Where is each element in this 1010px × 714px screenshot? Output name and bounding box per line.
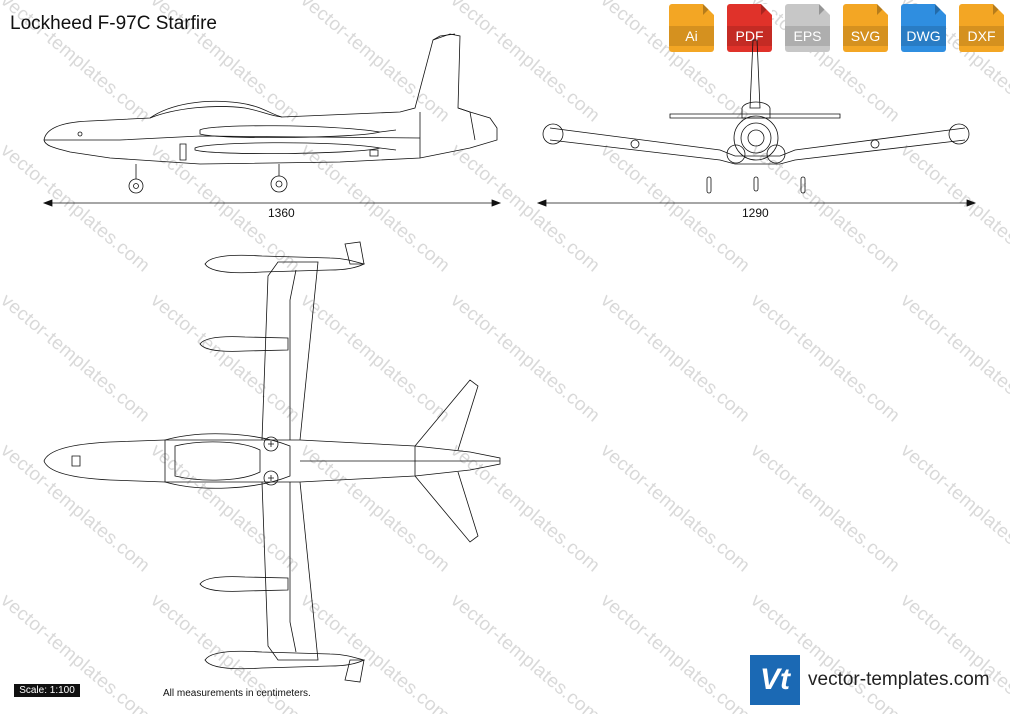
top-view	[43, 241, 501, 683]
brand-logo-icon: Vt	[750, 655, 800, 705]
svg-file-icon[interactable]: SVG	[843, 4, 888, 52]
brand-link[interactable]: Vt vector-templates.com	[750, 655, 990, 705]
dimension-lines	[42, 199, 977, 207]
measurement-note: All measurements in centimeters.	[163, 688, 311, 699]
page-title: Lockheed F-97C Starfire	[10, 13, 217, 34]
eps-file-icon[interactable]: EPS	[785, 4, 830, 52]
front-view	[542, 39, 970, 194]
length-dimension: 1360	[268, 206, 295, 220]
side-view	[43, 33, 498, 194]
span-dimension: 1290	[742, 206, 769, 220]
brand-name: vector-templates.com	[808, 669, 990, 690]
pdf-file-icon[interactable]: PDF	[727, 4, 772, 52]
scale-label: Scale: 1:100	[14, 684, 80, 697]
dxf-file-icon[interactable]: DXF	[959, 4, 1004, 52]
ai-file-icon[interactable]: Ai	[669, 4, 714, 52]
format-badges: Ai PDF EPS SVG DWG DXF	[669, 4, 1004, 52]
dwg-file-icon[interactable]: DWG	[901, 4, 946, 52]
